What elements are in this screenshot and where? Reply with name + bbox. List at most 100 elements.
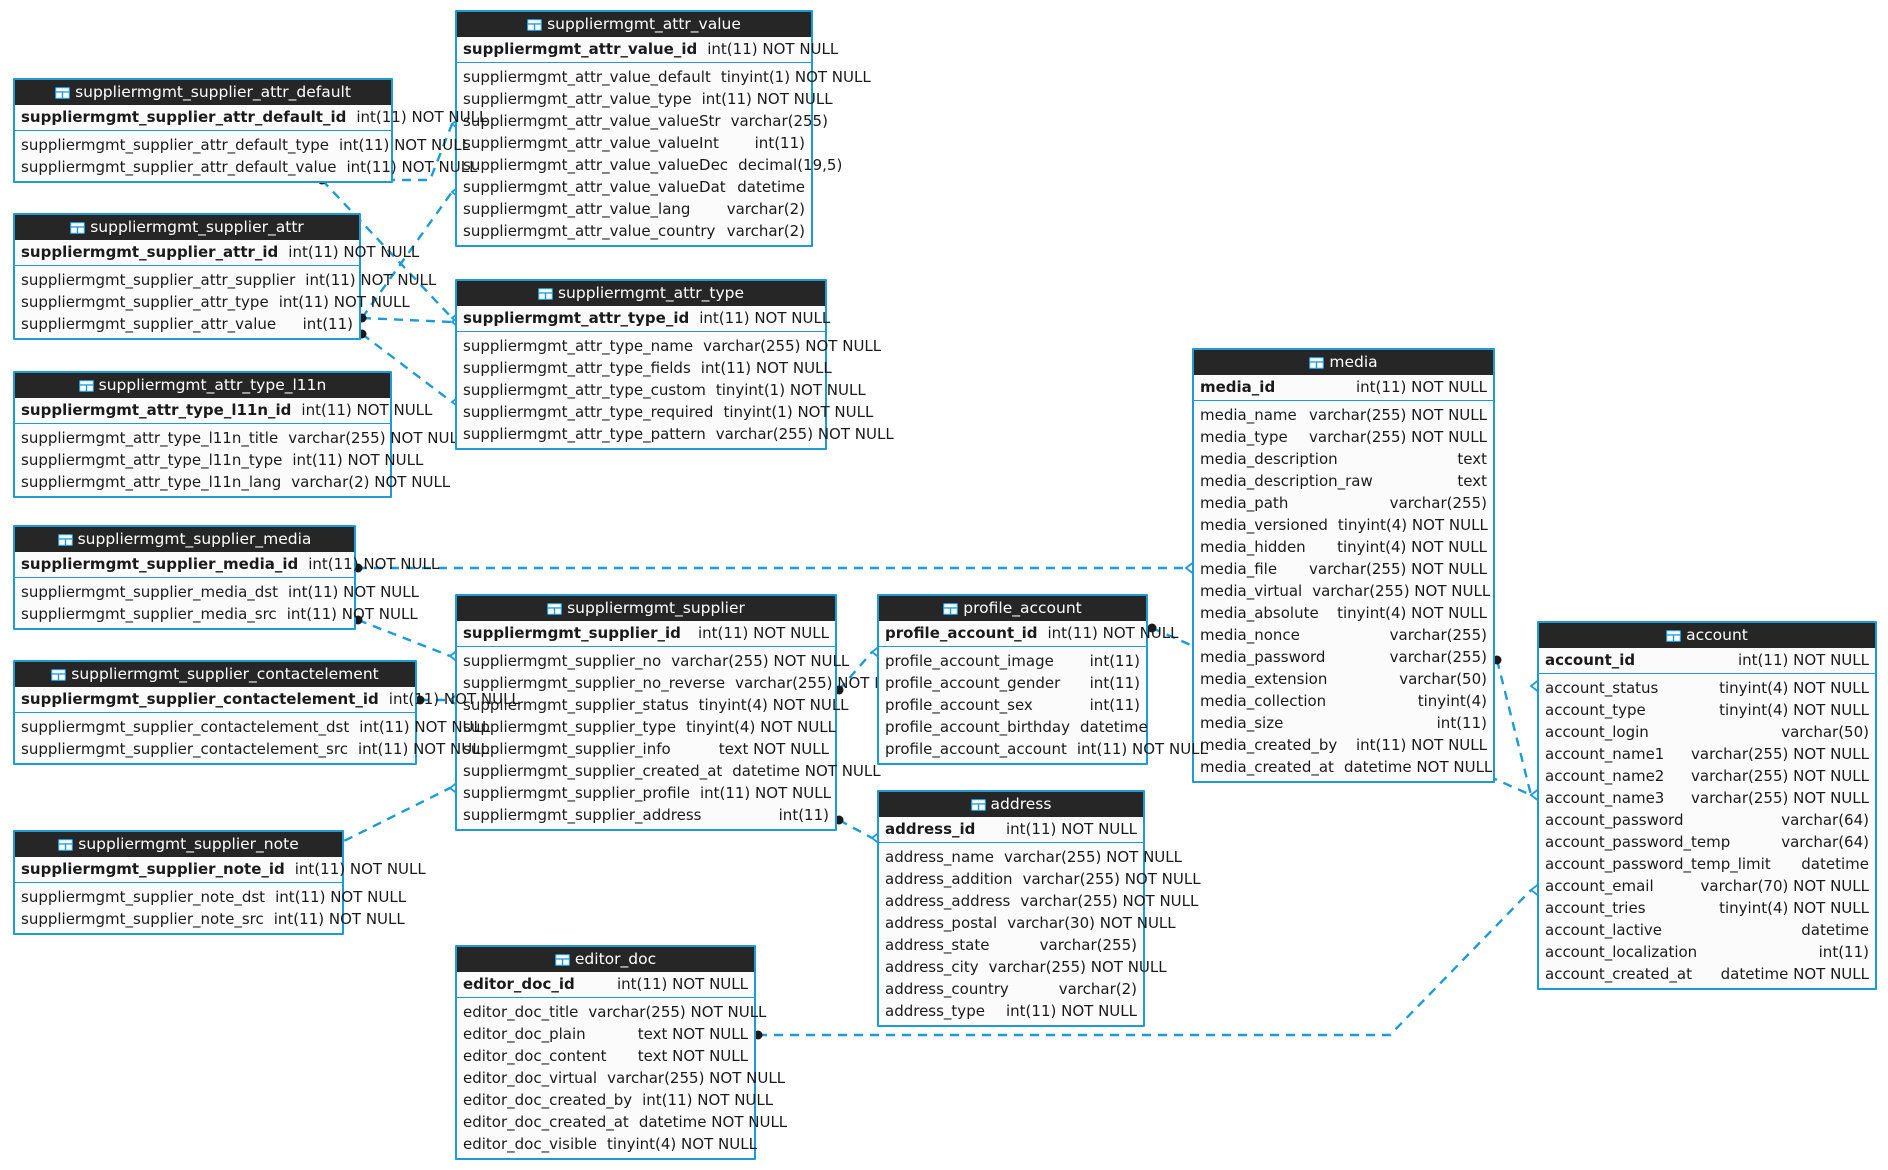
table-header-suppliermgmt_attr_type[interactable]: suppliermgmt_attr_type xyxy=(457,281,825,306)
table-header-suppliermgmt_supplier_attr[interactable]: suppliermgmt_supplier_attr xyxy=(15,215,359,240)
field-row[interactable]: suppliermgmt_supplier_contactelement_dst… xyxy=(15,716,490,738)
table-header-profile_account[interactable]: profile_account xyxy=(879,596,1146,621)
table-header-account[interactable]: account xyxy=(1539,623,1875,648)
field-row[interactable]: suppliermgmt_supplier_attr_default_value… xyxy=(15,156,477,178)
table-header-suppliermgmt_supplier_attr_default[interactable]: suppliermgmt_supplier_attr_default xyxy=(15,80,391,105)
table-header-suppliermgmt_supplier_contactelement[interactable]: suppliermgmt_supplier_contactelement xyxy=(15,662,415,687)
table-header-media[interactable]: media xyxy=(1194,350,1493,375)
table-header-suppliermgmt_supplier_media[interactable]: suppliermgmt_supplier_media xyxy=(15,527,354,552)
table-header-suppliermgmt_supplier[interactable]: suppliermgmt_supplier xyxy=(457,596,835,621)
table-header-editor_doc[interactable]: editor_doc xyxy=(457,947,754,972)
table-header-suppliermgmt_attr_type_l11n[interactable]: suppliermgmt_attr_type_l11n xyxy=(15,373,390,398)
field-row[interactable]: suppliermgmt_supplier_contactelement_src… xyxy=(15,738,489,760)
